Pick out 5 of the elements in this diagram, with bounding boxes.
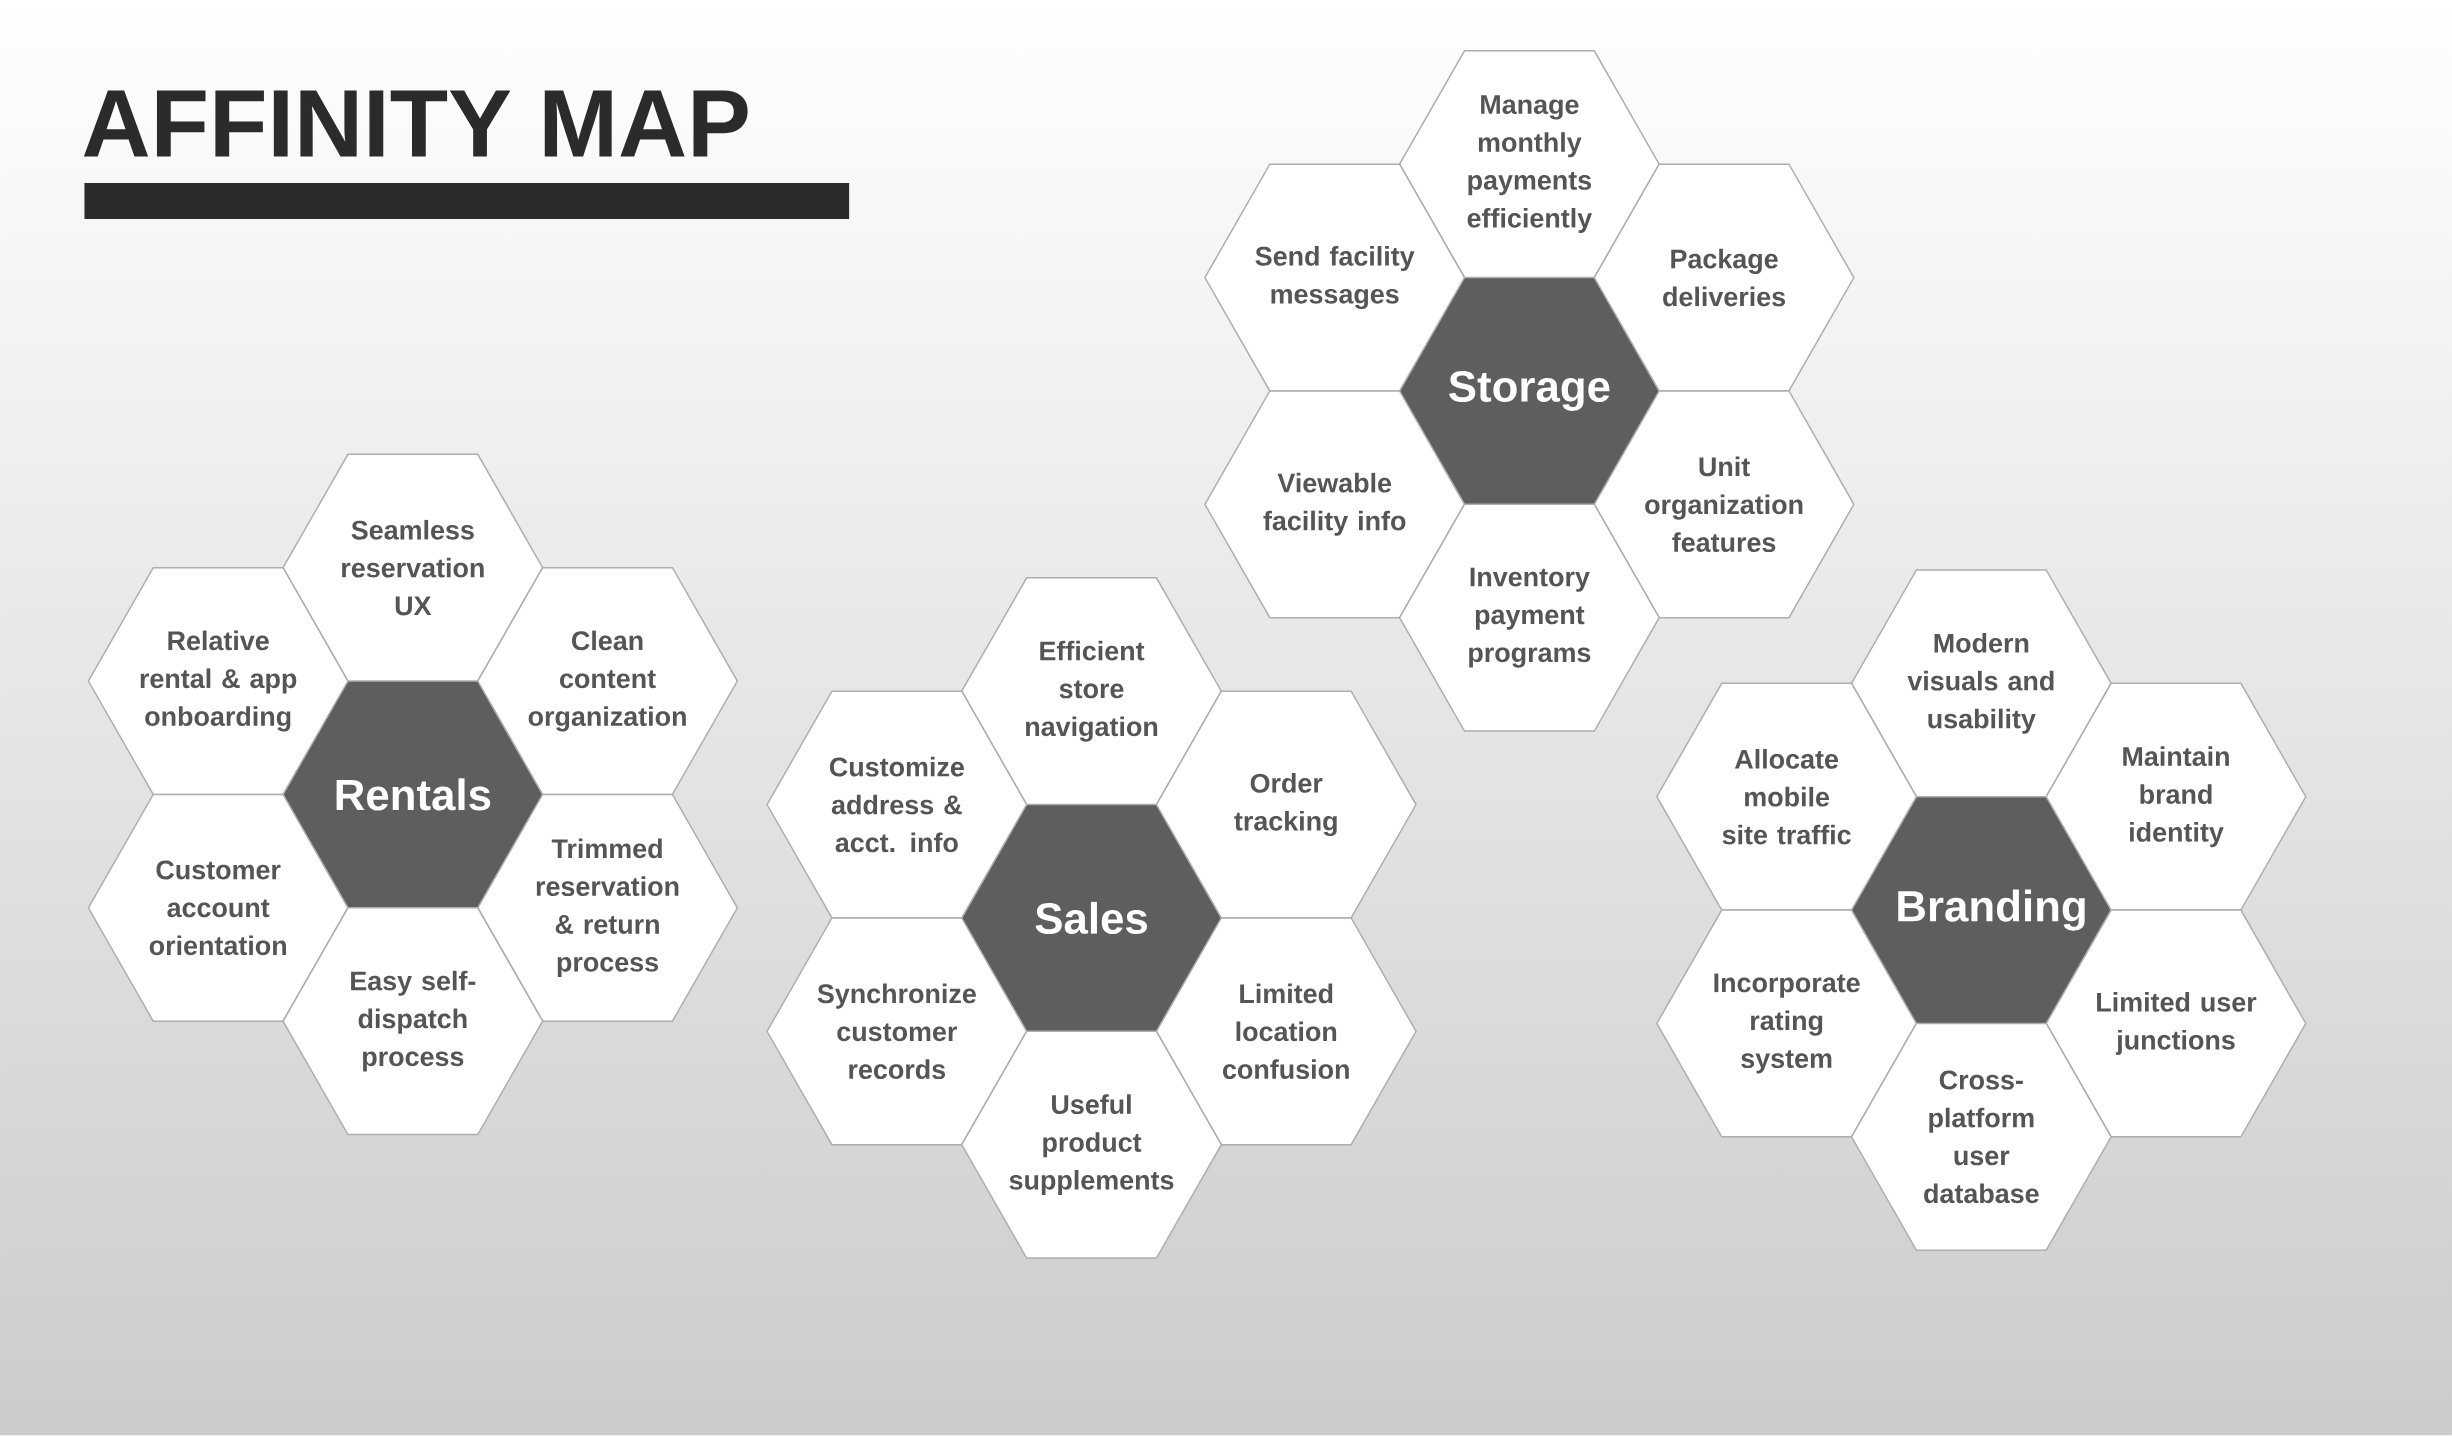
note-hexagon: Limited location confusion xyxy=(1155,917,1417,1146)
underlined-title: AFFINITY MAP xyxy=(83,90,850,220)
note-hexagon: Synchronize customer records xyxy=(766,917,1028,1146)
note-hexagon: Cross-platform user database xyxy=(1850,1023,2112,1252)
note-hexagon: Modern visuals and usability xyxy=(1850,569,2112,798)
